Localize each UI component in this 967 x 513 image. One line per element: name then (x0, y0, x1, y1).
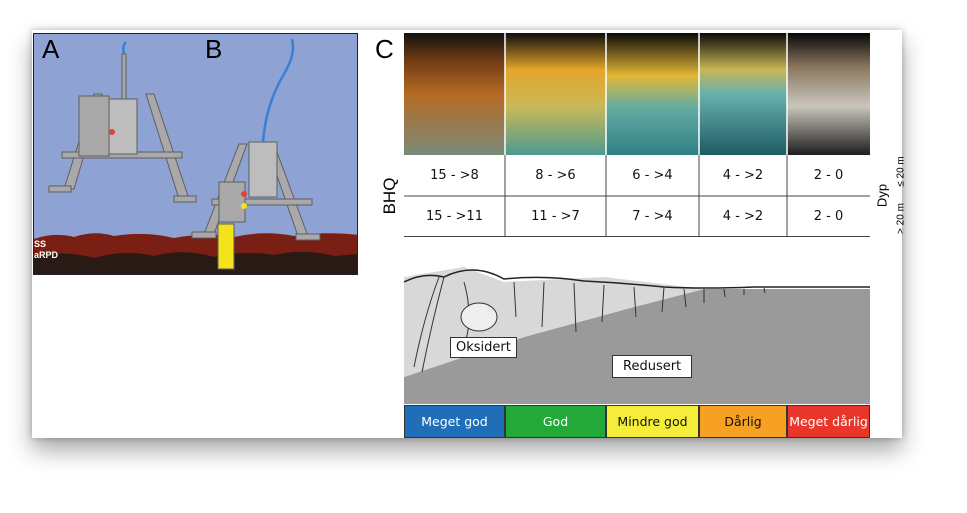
bhq-table: 15 - >8 8 - >6 6 - >4 4 - >2 2 - 0 15 - … (404, 155, 870, 237)
bhq-deep-cell: 15 - >11 (426, 209, 483, 224)
panel-label-c: C (375, 34, 394, 64)
camera-illustration-panel (33, 33, 358, 275)
depth-shallow-label: ≤ 20 m (895, 156, 907, 187)
ss-label: SS (34, 239, 47, 249)
bhq-shallow-cell: 4 - >2 (722, 168, 764, 183)
spi-camera-drawing (34, 34, 357, 274)
class-meget-god: Meget god (404, 405, 505, 438)
bhq-grid-lines (404, 155, 870, 237)
bhq-deep-cell: 4 - >2 (722, 209, 764, 224)
panel-label-b: B (205, 34, 223, 64)
bhq-shallow-cell: 6 - >4 (632, 168, 673, 183)
bhq-deep-cell: 11 - >7 (531, 209, 580, 224)
class-meget-darlig: Meget dårlig (787, 405, 870, 438)
sediment-photo-row (404, 33, 870, 155)
bhq-deep-cell: 7 - >4 (632, 209, 673, 224)
arpd-label: aRPD (34, 250, 59, 260)
reduced-label: Redusert (612, 355, 693, 378)
sediment-sketch-drawing (404, 237, 870, 404)
bhq-shallow-cell: 15 - >8 (430, 168, 479, 183)
bhq-shallow-cell: 8 - >6 (535, 168, 576, 183)
class-mindre-god: Mindre god (606, 405, 699, 438)
class-darlig: Dårlig (699, 405, 787, 438)
depth-title: Dyp (874, 183, 890, 208)
bhq-shallow-cell: 2 - 0 (813, 168, 844, 183)
depth-deep-label: > 20 m (895, 203, 907, 234)
oxidized-label: Oksidert (450, 337, 517, 358)
quality-class-bar: Meget god God Mindre god Dårlig Meget då… (404, 405, 870, 438)
bhq-axis-label: BHQ (380, 177, 399, 215)
bhq-deep-cell: 2 - 0 (813, 209, 844, 224)
sediment-photos (404, 33, 870, 155)
panel-label-a: A (42, 34, 60, 64)
class-god: God (505, 405, 606, 438)
sediment-sketch (404, 237, 870, 404)
